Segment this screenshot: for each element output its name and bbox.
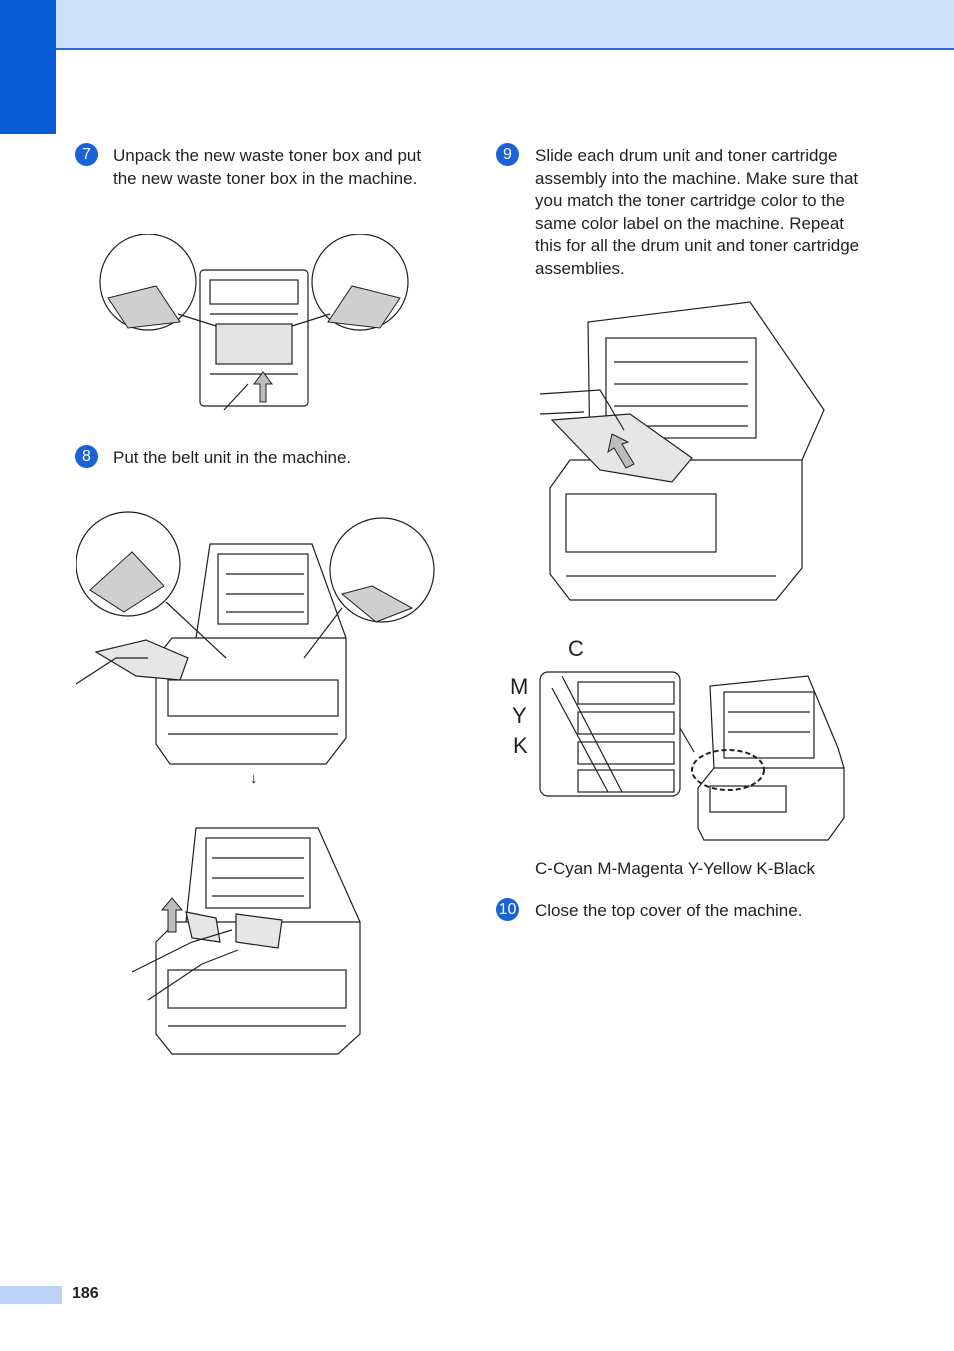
label-c: C — [568, 636, 584, 661]
step-9-text: Slide each drum unit and toner cartridge… — [535, 146, 860, 278]
chapter-tab — [0, 0, 56, 134]
label-k: K — [513, 733, 528, 758]
label-y: Y — [512, 703, 527, 728]
step-7-badge: 7 — [75, 143, 98, 166]
step-8-badge: 8 — [75, 445, 98, 468]
step-7-text: Unpack the new waste toner box and put t… — [113, 146, 422, 188]
page-number: 186 — [72, 1285, 99, 1302]
step-10-text: Close the top cover of the machine. — [535, 901, 803, 920]
color-caption: C-Cyan M-Magenta Y-Yellow K-Black — [535, 859, 815, 878]
step-9-badge: 9 — [496, 143, 519, 166]
header-band — [0, 0, 954, 50]
figure-belt-unit-after — [132, 822, 378, 1056]
figure-insert-drum — [540, 298, 828, 602]
sequence-arrow: ↓ — [250, 770, 258, 787]
label-m: M — [510, 674, 529, 699]
footer-band — [0, 1286, 62, 1304]
step-8-text: Put the belt unit in the machine. — [113, 448, 352, 467]
figure-waste-toner-box — [98, 234, 410, 410]
figure-color-labels — [538, 668, 846, 848]
figure-belt-unit-before — [76, 508, 436, 766]
step-10-badge: 10 — [496, 898, 519, 921]
